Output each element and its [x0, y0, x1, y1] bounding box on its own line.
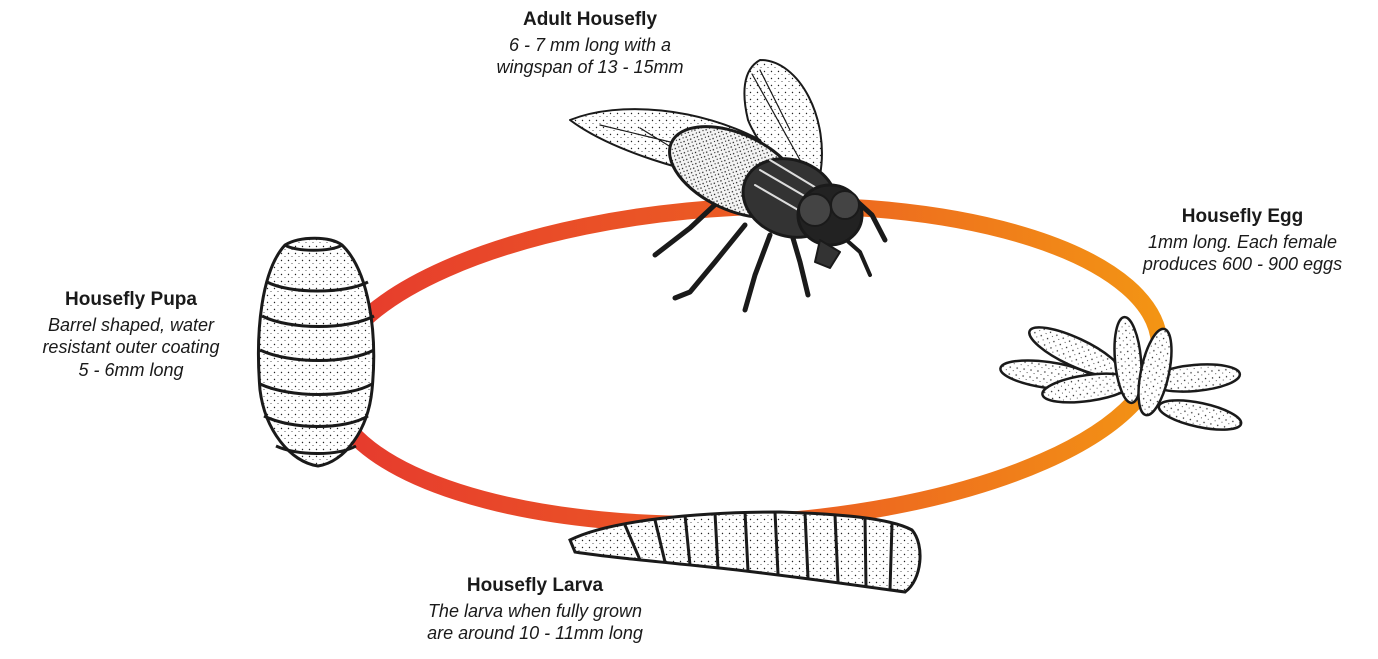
adult-stage-title: Adult Housefly [440, 8, 740, 32]
adult-stage-label: Adult Housefly 6 - 7 mm long with a wing… [440, 8, 740, 79]
egg-stage-desc-line2: produces 600 - 900 eggs [1105, 253, 1378, 276]
egg-stage-title: Housefly Egg [1105, 205, 1378, 229]
larva-stage-title: Housefly Larva [385, 574, 685, 598]
larva-stage-label: Housefly Larva The larva when fully grow… [385, 574, 685, 645]
pupa-icon [258, 238, 374, 466]
pupa-stage-desc-line1: Barrel shaped, water [0, 314, 262, 337]
pupa-stage-desc-line2: resistant outer coating [0, 336, 262, 359]
egg-stage-desc-line1: 1mm long. Each female [1105, 231, 1378, 254]
pupa-stage-label: Housefly Pupa Barrel shaped, water resis… [0, 288, 262, 381]
larva-stage-desc-line2: are around 10 - 11mm long [385, 622, 685, 645]
egg-stage-label: Housefly Egg 1mm long. Each female produ… [1105, 205, 1378, 276]
adult-stage-desc-line1: 6 - 7 mm long with a [440, 34, 740, 57]
larva-stage-desc-line1: The larva when fully grown [385, 600, 685, 623]
housefly-icon [570, 60, 885, 310]
pupa-stage-title: Housefly Pupa [0, 288, 262, 312]
adult-stage-desc-line2: wingspan of 13 - 15mm [440, 56, 740, 79]
pupa-stage-desc-line3: 5 - 6mm long [0, 359, 262, 382]
